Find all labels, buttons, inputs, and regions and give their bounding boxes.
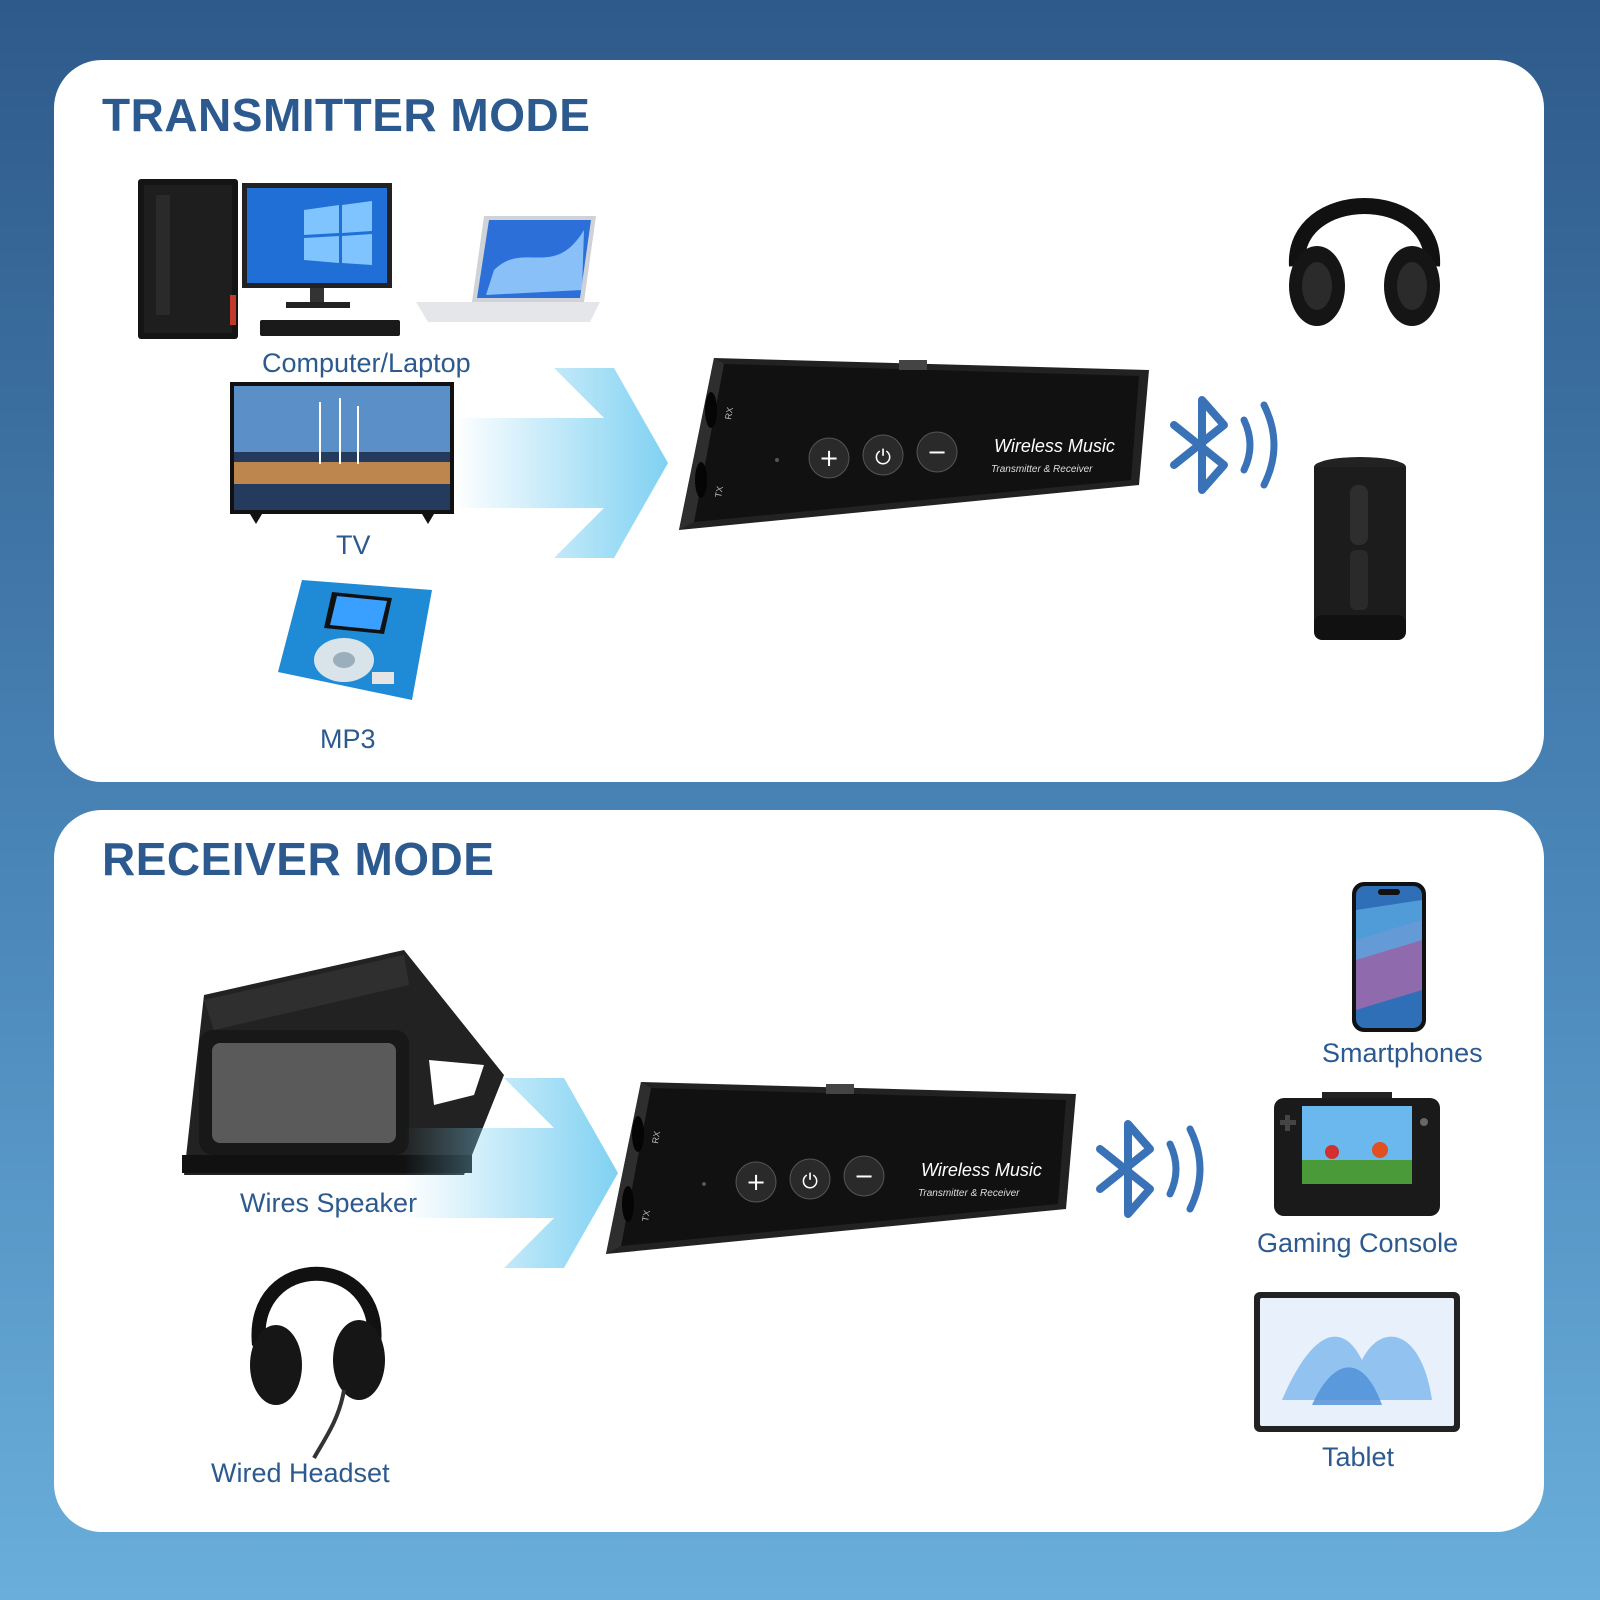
svg-text:Wireless Music: Wireless Music: [921, 1160, 1042, 1180]
svg-text:⏻: ⏻: [875, 445, 891, 469]
source-label-tv: TV: [336, 530, 371, 560]
speaker-icon: [1314, 457, 1406, 640]
desktop-pc-icon: [138, 179, 400, 339]
device-label-tablet: Tablet: [1322, 1442, 1395, 1472]
svg-text:Transmitter & Receiver: Transmitter & Receiver: [918, 1188, 1020, 1199]
svg-text:⏻: ⏻: [802, 1169, 818, 1193]
mp3-player-icon: [278, 580, 432, 700]
device-label-smartphones: Smartphones: [1322, 1038, 1483, 1068]
gaming-console-icon: [1274, 1092, 1440, 1216]
receiver-title: RECEIVER MODE: [102, 833, 495, 885]
device-label-gaming-console: Gaming Console: [1257, 1228, 1459, 1258]
port-label-tx: TX: [713, 485, 725, 498]
power-button[interactable]: [862, 434, 904, 476]
headphones-icon: [1288, 198, 1441, 326]
bluetooth-adapter-device-2: RX TX + ⏻ − Wireless Music Transmitter &…: [606, 1082, 1076, 1254]
volume-down-button-2[interactable]: [843, 1155, 885, 1197]
wired-headset-icon: [250, 1266, 385, 1459]
volume-up-button-2[interactable]: [735, 1161, 777, 1203]
port-label-rx: RX: [723, 406, 735, 420]
svg-text:RX: RX: [650, 1130, 662, 1144]
svg-text:−: −: [927, 438, 947, 466]
device-brand: Wireless Music: [994, 436, 1115, 456]
bluetooth-icon: [1096, 1120, 1204, 1218]
smartphone-icon: [1352, 882, 1426, 1032]
volume-down-button[interactable]: [916, 431, 958, 473]
source-label-mp3: MP3: [320, 724, 376, 754]
svg-text:+: +: [746, 1168, 766, 1196]
source-label-computer: Computer/Laptop: [262, 348, 471, 378]
tv-icon: [230, 382, 454, 524]
source-label-wired-speaker: Wires Speaker: [240, 1188, 418, 1218]
bluetooth-adapter-device: RX TX + ⏻ − Wireless Music Transmitter &…: [679, 358, 1149, 530]
arrow-icon: [404, 1078, 618, 1268]
svg-text:+: +: [819, 444, 839, 472]
power-button-2[interactable]: [789, 1158, 831, 1200]
svg-text:−: −: [854, 1162, 874, 1190]
tablet-icon: [1254, 1292, 1460, 1432]
arrow-icon: [454, 368, 668, 558]
source-label-wired-headset: Wired Headset: [211, 1458, 390, 1488]
transmitter-title: TRANSMITTER MODE: [102, 89, 591, 141]
laptop-icon: [416, 216, 600, 322]
wired-speaker-icon: [182, 950, 504, 1175]
bluetooth-icon: [1170, 396, 1278, 494]
svg-text:TX: TX: [640, 1209, 652, 1222]
transmitter-panel: TRANSMITTER MODE Computer/Laptop TV: [54, 60, 1544, 782]
volume-up-button[interactable]: [808, 437, 850, 479]
device-subtitle: Transmitter & Receiver: [991, 464, 1093, 475]
receiver-panel: RECEIVER MODE Wires Speaker Wired Headse…: [54, 810, 1544, 1532]
